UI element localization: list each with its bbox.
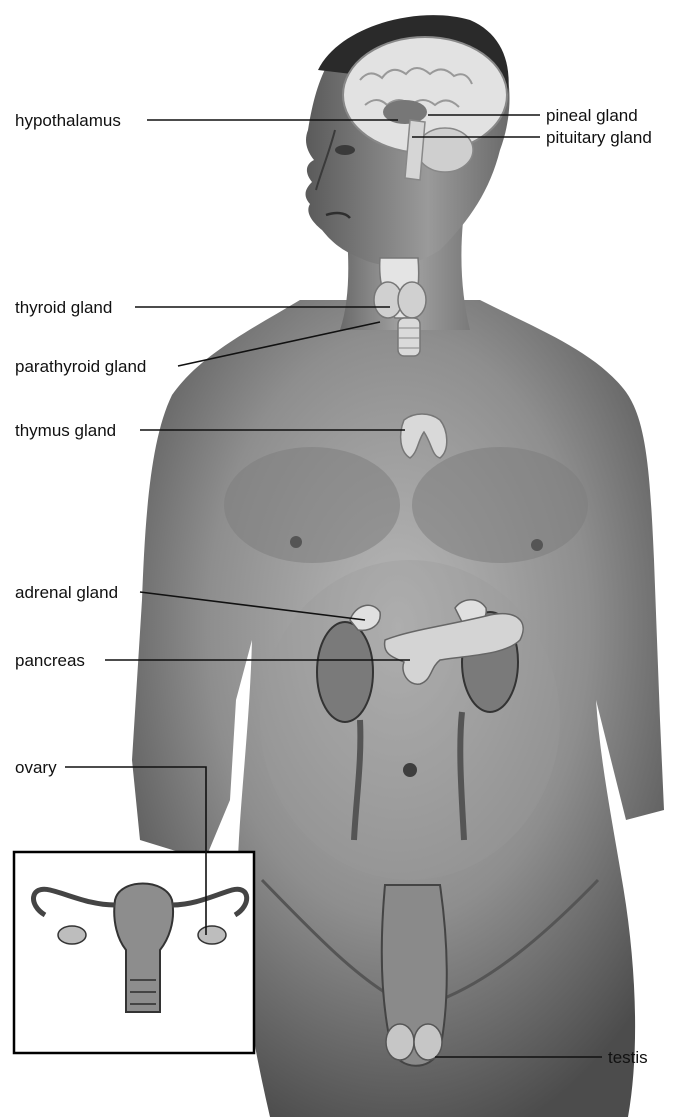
label-thyroid-gland: thyroid gland: [15, 298, 112, 317]
right-ovary: [198, 926, 226, 944]
label-parathyroid-gland: parathyroid gland: [15, 357, 146, 376]
label-thymus-gland: thymus gland: [15, 421, 116, 440]
label-pineal-gland: pineal gland: [546, 106, 638, 125]
left-pectoral: [224, 447, 400, 563]
uterus-ovaries-inset: [14, 852, 254, 1053]
label-hypothalamus: hypothalamus: [15, 111, 121, 130]
label-ovary: ovary: [15, 758, 57, 777]
left-ovary: [58, 926, 86, 944]
right-pectoral: [412, 447, 588, 563]
navel: [403, 763, 417, 777]
label-adrenal-gland: adrenal gland: [15, 583, 118, 602]
abdomen: [260, 560, 560, 880]
cerebellum: [417, 128, 473, 172]
label-pituitary-gland: pituitary gland: [546, 128, 652, 147]
label-testis: testis: [608, 1048, 648, 1067]
left-kidney: [317, 622, 373, 722]
label-pancreas: pancreas: [15, 651, 85, 670]
